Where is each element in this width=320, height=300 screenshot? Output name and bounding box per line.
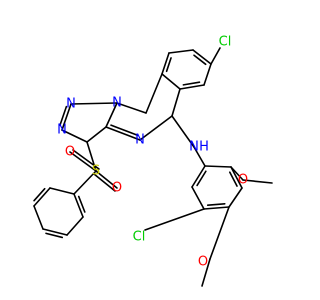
atom-nitrogen-amine: N — [189, 140, 199, 155]
bond — [179, 84, 205, 90]
bond — [230, 166, 244, 181]
bond — [193, 146, 206, 167]
bond — [73, 193, 84, 218]
bond — [139, 115, 173, 141]
atom-chlorine-top: Cl — [219, 35, 232, 50]
bond — [204, 165, 232, 168]
atom-oxygen-sulfonyl-lower: O — [112, 181, 122, 196]
bond — [168, 49, 194, 54]
bond — [105, 102, 118, 128]
bond — [42, 228, 68, 236]
bond-lines — [33, 47, 273, 287]
bond — [203, 206, 230, 210]
bond — [95, 170, 118, 189]
bond — [145, 73, 163, 114]
bond — [69, 151, 97, 172]
bond — [161, 73, 181, 90]
bond — [93, 173, 116, 192]
bond — [171, 115, 195, 148]
bond — [182, 81, 201, 86]
bond — [191, 186, 205, 210]
bond — [203, 63, 212, 86]
bond — [209, 206, 230, 260]
bond — [201, 258, 211, 287]
bond — [33, 205, 44, 230]
atom-oxygen-sulfonyl-upper: O — [65, 145, 75, 160]
bond — [210, 47, 221, 65]
atom-nitrogen-triazole-3: N — [57, 123, 67, 138]
bond — [165, 57, 172, 73]
bond — [193, 54, 207, 66]
bond — [70, 102, 118, 105]
bond — [171, 88, 181, 117]
bond — [77, 195, 86, 213]
bond — [116, 102, 147, 114]
molecule-structure: Cl N N N N N H S O O O O Cl — [33, 35, 273, 287]
bond — [86, 126, 107, 143]
bond — [73, 170, 97, 195]
bond — [161, 52, 170, 75]
bond — [59, 105, 68, 126]
bond — [49, 187, 75, 195]
bond — [61, 103, 72, 131]
atom-chlorine-lower: Cl — [133, 230, 146, 245]
bond — [230, 166, 243, 189]
bond — [66, 216, 84, 236]
bond — [228, 171, 238, 187]
bond — [45, 232, 64, 239]
bond — [72, 149, 100, 170]
bond — [144, 208, 205, 231]
atom-hydrogen-amine: H — [199, 140, 209, 155]
atom-nitrogen-triazole-2: N — [66, 97, 76, 112]
bond — [196, 170, 207, 187]
bond — [33, 187, 46, 202]
bond — [191, 165, 206, 188]
atom-sulfur: S — [92, 164, 100, 179]
bond — [242, 179, 273, 184]
bond — [105, 126, 141, 141]
atom-nitrogen-triazole-1: N — [112, 96, 122, 111]
atom-oxygen-methoxy-lower: O — [198, 255, 208, 270]
bond — [192, 49, 212, 65]
bond — [61, 129, 88, 143]
bond — [206, 203, 226, 206]
bond — [228, 187, 243, 208]
atom-oxygen-methoxy-upper: O — [238, 173, 248, 188]
bond — [110, 124, 139, 137]
bond — [33, 187, 51, 207]
atom-nitrogen-ring: N — [135, 133, 145, 148]
